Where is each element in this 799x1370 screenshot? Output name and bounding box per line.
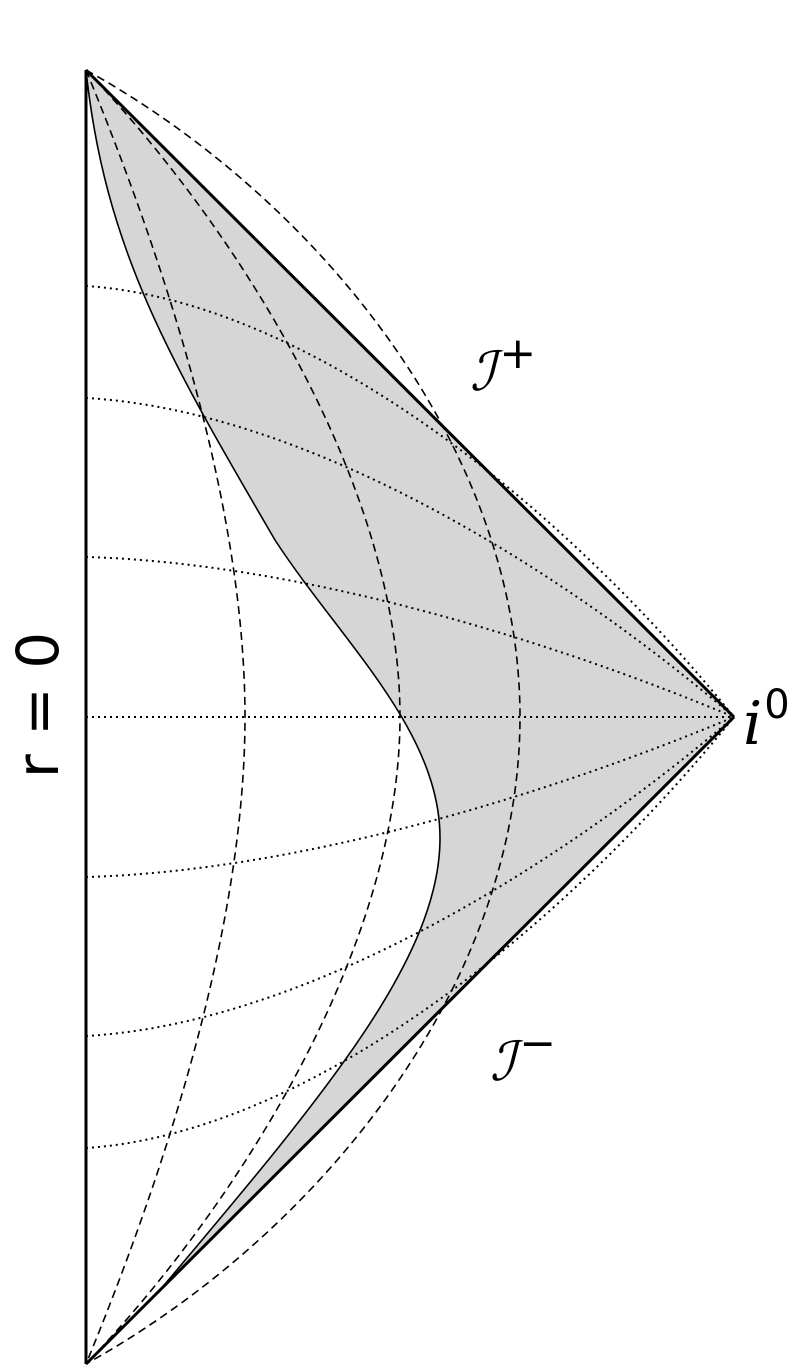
spatial-infinity-symbol: i (743, 689, 762, 759)
axis-label: r = 0 (4, 632, 72, 778)
dashed-curve-2 (85, 69, 401, 1365)
past-null-infinity-line (84, 715, 736, 1366)
spatial-infinity-label: i0 (743, 682, 790, 759)
dashed-curve-3 (85, 69, 521, 1365)
future-null-infinity-line (84, 68, 736, 719)
dashed-curve-1 (85, 69, 246, 1365)
dotted-curve-5 (85, 716, 735, 878)
scri-plus-superscript: + (499, 328, 536, 379)
scri-minus-superscript: − (519, 1018, 556, 1069)
scri-plus-label: ℐ+ (470, 328, 536, 403)
constant-time-curves (85, 285, 735, 1149)
scri-minus-label: ℐ− (490, 1018, 556, 1093)
constant-radius-curves (85, 69, 521, 1365)
dotted-curve-3 (85, 556, 735, 718)
spatial-infinity-superscript: 0 (764, 682, 789, 728)
